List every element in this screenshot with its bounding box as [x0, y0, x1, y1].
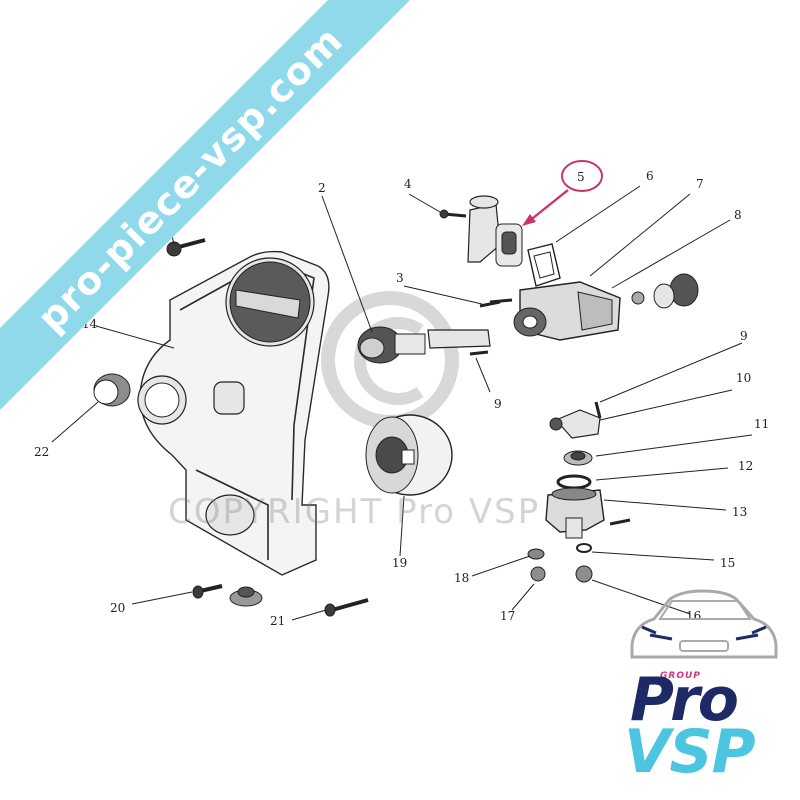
grommet — [229, 586, 263, 607]
seal-22 — [93, 373, 131, 407]
part-numbers: 1 2 3 4 6 7 8 9 9 10 11 12 13 14 15 16 1… — [34, 169, 769, 628]
bolt-20 — [192, 584, 223, 599]
timing-cover — [137, 250, 330, 576]
thermostat-body-13 — [545, 487, 631, 539]
part-number-21: 21 — [270, 614, 285, 628]
car-outline-icon — [630, 589, 778, 659]
part-number-19: 19 — [392, 556, 407, 570]
water-outlet-housing — [439, 195, 523, 267]
part-number-17: 17 — [500, 609, 515, 623]
part-number-11: 11 — [754, 417, 769, 431]
part-number-7: 7 — [696, 177, 704, 191]
pulley-19 — [365, 414, 453, 496]
thermostat-11 — [563, 450, 593, 466]
part-number-4: 4 — [404, 177, 412, 191]
part-number-9-lower: 9 — [494, 397, 502, 411]
leader-lines — [51, 185, 753, 621]
thermostat-housing-10 — [549, 401, 602, 439]
part-number-22: 22 — [34, 445, 49, 459]
part-number-3: 3 — [396, 271, 404, 285]
part-number-13: 13 — [732, 505, 747, 519]
part-number-12: 12 — [738, 459, 753, 473]
impeller-8 — [631, 273, 699, 309]
bolt-21 — [324, 598, 369, 617]
copyright-watermark: COPYRIGHT Pro VSP — [168, 492, 541, 532]
gear-2 — [357, 326, 426, 364]
bolt-1 — [166, 238, 206, 257]
brand-logo: GROUP Pro VSP — [610, 585, 790, 790]
part-number-6: 6 — [646, 169, 654, 183]
logo-group-text: GROUP — [660, 671, 701, 681]
small-parts — [527, 543, 593, 583]
seal-12 — [556, 474, 592, 490]
part-number-9-upper: 9 — [740, 329, 748, 343]
part-number-8: 8 — [734, 208, 742, 222]
part-number-5-callout: 5 — [577, 170, 585, 184]
part-number-10: 10 — [736, 371, 751, 385]
logo-vsp-text: VSP — [624, 717, 756, 787]
part-number-20: 20 — [110, 601, 125, 615]
water-pump-7 — [489, 281, 621, 341]
part-number-18: 18 — [454, 571, 469, 585]
part-number-2: 2 — [318, 181, 326, 195]
gasket-6 — [527, 243, 561, 287]
logo-pro-text: Pro — [630, 665, 739, 735]
callout-5: 5 — [522, 160, 603, 226]
part-number-15: 15 — [720, 556, 735, 570]
